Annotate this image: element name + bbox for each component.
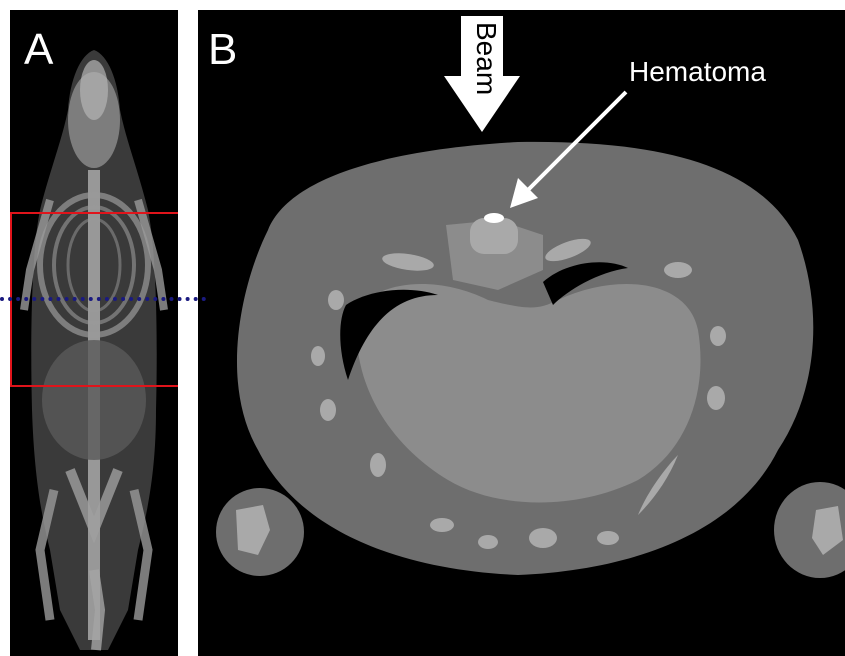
axial-slice-image bbox=[198, 10, 845, 656]
slice-position-line bbox=[0, 297, 206, 301]
vertebral-body bbox=[470, 218, 518, 254]
panel-label-b: B bbox=[208, 28, 237, 72]
hematoma-label: Hematoma bbox=[629, 58, 766, 86]
panel-a-xray-projection: A bbox=[10, 10, 178, 656]
panel-label-a: A bbox=[24, 28, 53, 72]
beam-label: Beam bbox=[472, 22, 500, 95]
xray-body-image bbox=[10, 10, 178, 656]
panel-b-axial-slice: B Beam Hematoma bbox=[198, 10, 845, 656]
abdomen-organs bbox=[42, 340, 146, 460]
hematoma bbox=[484, 213, 504, 223]
